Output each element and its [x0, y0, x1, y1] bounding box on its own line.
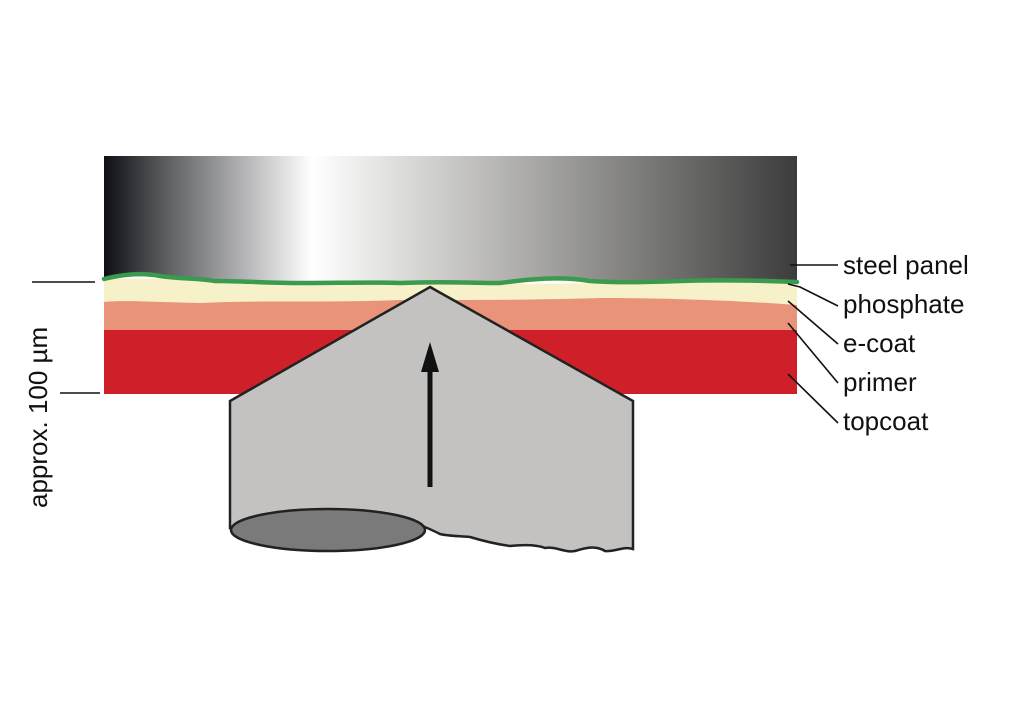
label-ecoat: e-coat	[843, 328, 916, 358]
leader-primer	[787, 322, 839, 384]
phosphate-boundary-line	[101, 271, 800, 286]
steel-panel	[104, 156, 797, 283]
label-topcoat: topcoat	[843, 406, 929, 436]
leader-topcoat	[787, 373, 839, 424]
phosphate-layer	[104, 278, 797, 305]
label-phosphate: phosphate	[843, 289, 964, 319]
upward-arrow-icon	[421, 342, 439, 487]
leader-phosphate	[787, 283, 839, 307]
thickness-label: approx. 100 µm	[23, 327, 53, 508]
chisel-cut-end	[229, 507, 427, 553]
leader-ecoat	[787, 300, 839, 345]
label-steel-panel: steel panel	[843, 250, 969, 280]
label-primer: primer	[843, 367, 917, 397]
